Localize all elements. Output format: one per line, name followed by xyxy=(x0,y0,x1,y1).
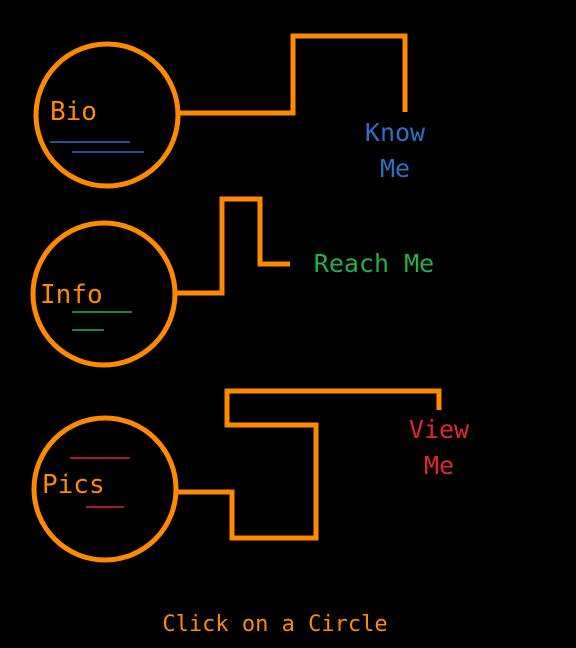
bio-circle-button[interactable]: Bio xyxy=(33,41,181,189)
know-me-line-1: Know xyxy=(365,118,426,147)
bio-connector-line xyxy=(176,33,408,116)
know-me-link[interactable]: Know Me xyxy=(365,118,426,183)
pics-circle-button[interactable]: Pics xyxy=(31,415,179,563)
pics-circle-ring xyxy=(31,415,179,563)
view-me-link[interactable]: View Me xyxy=(409,415,470,480)
view-me-line-2: Me xyxy=(424,451,454,480)
info-circle-button[interactable]: Info xyxy=(30,220,178,368)
bio-circle-ring xyxy=(33,41,181,189)
info-circle-label: Info xyxy=(40,280,103,310)
bio-circle-label: Bio xyxy=(50,97,97,127)
info-connector-line xyxy=(176,196,290,296)
reach-me-link[interactable]: Reach Me xyxy=(314,249,434,278)
footer-instruction: Click on a Circle xyxy=(162,612,387,637)
view-me-line-1: View xyxy=(409,415,470,444)
know-me-line-2: Me xyxy=(380,154,410,183)
pics-circle-label: Pics xyxy=(42,470,105,500)
pics-connector-line xyxy=(176,388,442,541)
info-circle-ring xyxy=(30,220,178,368)
